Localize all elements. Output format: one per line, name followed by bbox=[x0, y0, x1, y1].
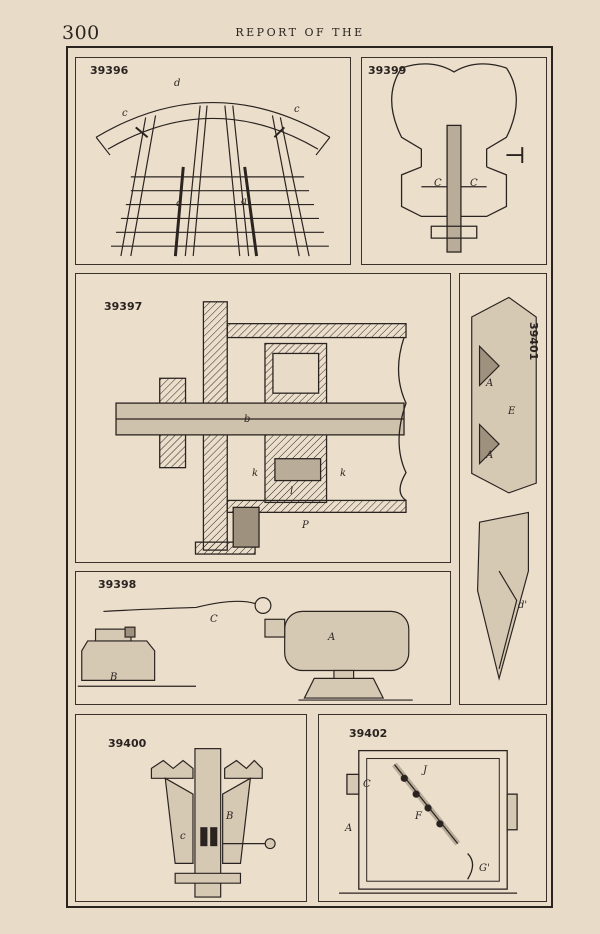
label-j: J bbox=[423, 765, 428, 776]
figure-number: 39398 bbox=[98, 578, 137, 591]
figure-39400: 39400 B c bbox=[75, 714, 307, 902]
label-l: l bbox=[290, 486, 294, 497]
figure-39399: 39399 C C bbox=[361, 57, 547, 265]
label-d: d bbox=[174, 78, 181, 89]
label-d-prime: d' bbox=[518, 600, 528, 611]
figure-39397: 39397 b k k l P bbox=[75, 273, 451, 563]
label-f: F bbox=[415, 811, 422, 822]
label-k: k bbox=[252, 468, 259, 479]
label-a: A bbox=[328, 632, 336, 643]
figure-39399-drawing bbox=[391, 63, 524, 253]
label-b: b bbox=[244, 414, 251, 425]
label-c: C bbox=[470, 178, 478, 189]
figure-number: 39397 bbox=[104, 300, 143, 313]
figure-number: 39401 bbox=[527, 322, 540, 361]
label-c: C bbox=[363, 779, 371, 790]
figure-39398-drawing bbox=[77, 597, 413, 701]
figure-39402: 39402 J C F A G' bbox=[318, 714, 547, 902]
page-number: 300 bbox=[62, 22, 100, 44]
figure-number: 39396 bbox=[90, 64, 129, 77]
label-b: B bbox=[110, 672, 118, 683]
figure-number: 39399 bbox=[368, 64, 407, 77]
figure-39396-drawing bbox=[95, 102, 331, 257]
figure-39402-drawing bbox=[339, 749, 518, 894]
label-a: A bbox=[486, 450, 494, 461]
label-a: a bbox=[176, 198, 182, 209]
figure-39397-drawing bbox=[115, 301, 407, 555]
label-b: B bbox=[226, 811, 234, 822]
running-head: REPORT OF THE bbox=[235, 26, 365, 39]
figure-number: 39400 bbox=[108, 737, 147, 750]
figure-39398: 39398 C A B bbox=[75, 571, 451, 705]
figure-number: 39402 bbox=[349, 727, 388, 740]
figure-39401-drawing bbox=[471, 296, 537, 681]
label-c: c bbox=[180, 831, 186, 842]
figure-plate-frame: 39396 d c c a a 39399 C C bbox=[66, 46, 553, 908]
label-c: c bbox=[294, 104, 300, 115]
label-c: C bbox=[210, 614, 218, 625]
figure-39396: 39396 d c c a a bbox=[75, 57, 351, 265]
label-c: c bbox=[122, 108, 128, 119]
label-a: A bbox=[345, 823, 353, 834]
figure-39401: 39401 A E A d' bbox=[459, 273, 547, 705]
label-g-prime: G' bbox=[479, 863, 490, 874]
label-e: E bbox=[508, 406, 516, 417]
label-c: C bbox=[434, 178, 442, 189]
label-a: A bbox=[486, 378, 494, 389]
label-p: P bbox=[302, 520, 309, 531]
label-k: k bbox=[340, 468, 347, 479]
label-a: a bbox=[241, 196, 247, 207]
figure-39400-drawing bbox=[150, 748, 276, 898]
